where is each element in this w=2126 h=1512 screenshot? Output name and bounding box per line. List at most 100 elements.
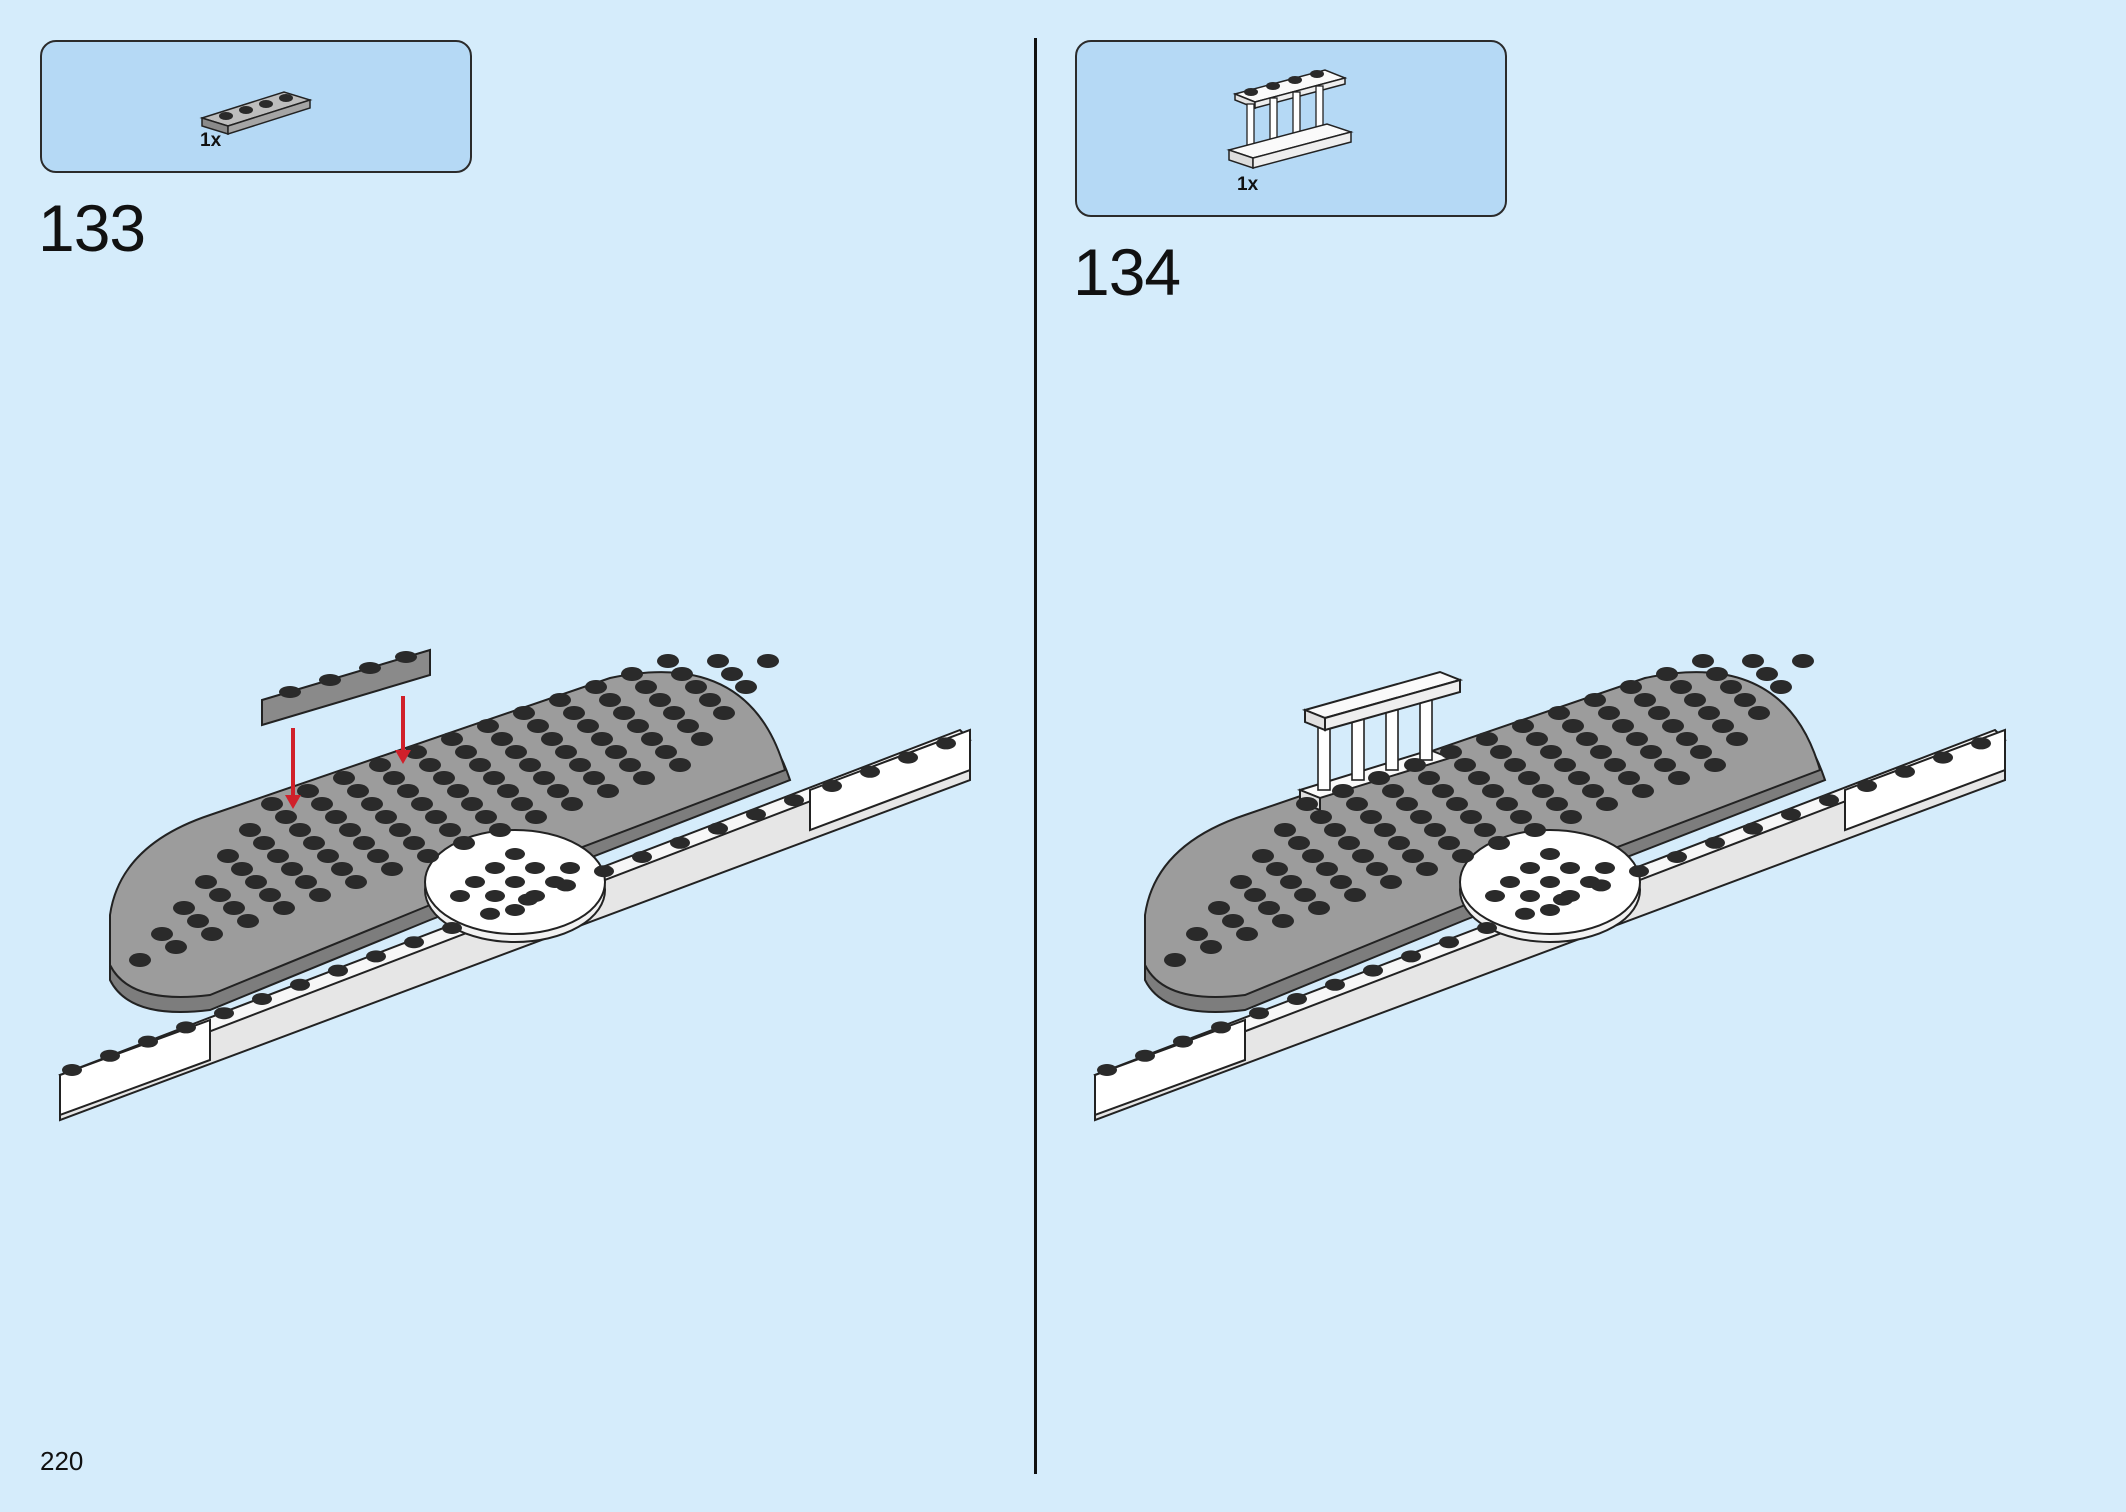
stud [1634,693,1656,707]
stud [361,797,383,811]
stud [325,810,347,824]
stud [555,745,577,759]
stud [100,1049,120,1062]
stud [303,836,325,850]
stud [295,875,317,889]
stud [721,667,743,681]
stud [1468,771,1490,785]
stud [1164,953,1186,967]
stud [1366,862,1388,876]
stud [353,836,375,850]
stud [1244,888,1266,902]
stud [1477,922,1497,934]
part-quantity: 1x [1237,174,1259,195]
stud [545,876,565,888]
stud [279,686,301,698]
stud [1252,849,1274,863]
stud [1618,771,1640,785]
stud [822,780,842,792]
stud [129,953,151,967]
stud [1560,862,1580,874]
stud [381,862,403,876]
stud [1584,693,1606,707]
stud [1640,745,1662,759]
stud [375,810,397,824]
stud [425,810,447,824]
stud [1476,732,1498,746]
stud [1482,784,1504,798]
stud [1382,784,1404,798]
stud [366,950,386,963]
stud [138,1035,158,1048]
stud [599,693,621,707]
stud [1596,797,1618,811]
stud [1485,890,1505,902]
stud [1325,978,1345,991]
stud [395,651,417,663]
base-assembly [1093,671,2007,1122]
page-number: 220 [40,1446,84,1476]
stud [1690,745,1712,759]
stud [699,693,721,707]
stud [1520,862,1540,874]
stud [511,797,533,811]
stud [1819,794,1839,807]
stud [1302,849,1324,863]
stud [214,1007,234,1020]
stud [441,732,463,746]
stud [1438,836,1460,850]
stud [281,862,303,876]
stud [442,922,462,934]
stud [1424,823,1446,837]
stud [1612,719,1634,733]
stud [685,680,707,694]
stud [151,927,173,941]
stud [1971,737,1991,750]
step-133-build-illustration [58,648,972,1122]
step-133-parts-box: 1x [40,40,472,173]
stud [1756,667,1778,681]
stud [333,771,355,785]
stud [1401,950,1421,963]
stud [1432,784,1454,798]
stud [1330,875,1352,889]
stud [477,719,499,733]
stud [633,771,655,785]
stud [1186,927,1208,941]
stud [583,771,605,785]
stud [405,745,427,759]
stud [707,654,729,668]
stud [594,865,614,878]
stud [1200,940,1222,954]
studs-group [62,654,956,1076]
stud [231,862,253,876]
stud [505,904,525,916]
stud [1632,784,1654,798]
stud [1706,667,1728,681]
stud [513,706,535,720]
stud [1560,810,1582,824]
step-number: 133 [38,191,146,265]
stud [597,784,619,798]
stud [641,732,663,746]
stud [217,849,239,863]
stud [1504,758,1526,772]
stud [1222,914,1244,928]
stud [619,758,641,772]
stud [663,706,685,720]
stud [497,784,519,798]
stud [1440,745,1462,759]
stud [1402,849,1424,863]
stud [1590,745,1612,759]
stud [465,876,485,888]
stud [1249,1007,1269,1020]
stud [1734,693,1756,707]
plate-1x4-part-icon [199,91,313,136]
stud [1510,810,1532,824]
stud [1668,771,1690,785]
stud [527,719,549,733]
stud [1676,732,1698,746]
stud [1933,751,1953,764]
stud [1288,836,1310,850]
stud [1346,797,1368,811]
